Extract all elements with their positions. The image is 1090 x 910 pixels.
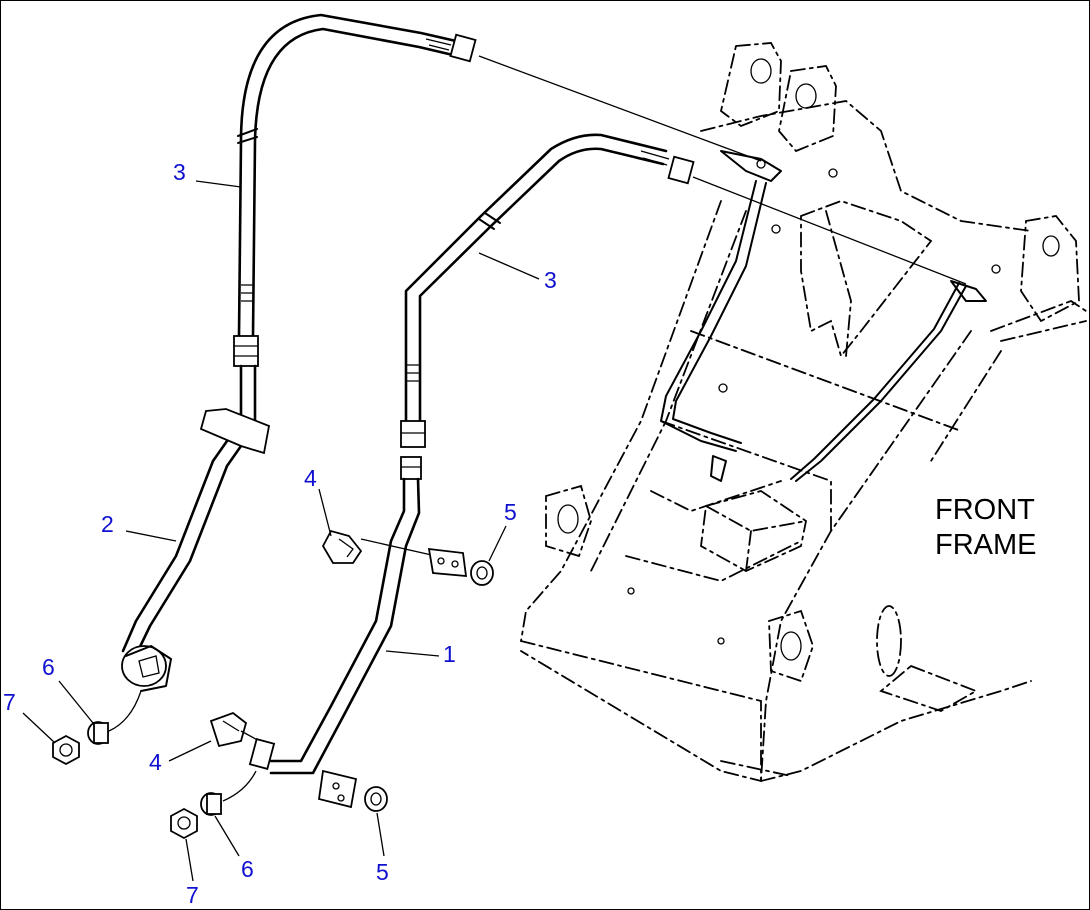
callout-part-5-top: 5	[504, 499, 517, 525]
callout-part-6-left: 6	[42, 654, 55, 680]
front-frame-label-line1: FRONT	[935, 494, 1035, 526]
callout-part-5-bottom: 5	[376, 859, 389, 885]
part-2-tube	[121, 364, 271, 692]
callout-part-3-top: 3	[173, 159, 186, 185]
connection-leaders	[478, 55, 967, 285]
part-1-tube	[269, 477, 421, 775]
part-7-nut-left	[52, 734, 80, 766]
tube-couplings	[233, 335, 426, 480]
callout-part-4-top: 4	[304, 465, 317, 491]
callout-leaders	[22, 180, 540, 882]
callout-part-4-bottom: 4	[149, 749, 162, 775]
part-3-tube-middle	[404, 133, 695, 423]
part-5-plate-upper	[427, 547, 494, 586]
callout-part-7-left: 7	[3, 689, 16, 715]
part-6-fitting-bottom	[200, 770, 257, 816]
part-6-fitting-left	[87, 690, 142, 745]
front-frame-label: FRONT FRAME	[935, 493, 1037, 563]
part-4-clip-lower	[209, 711, 276, 770]
frame-mounted-lines	[660, 150, 987, 482]
part-7-nut-bottom	[170, 807, 198, 840]
part-3-tube-left	[237, 13, 477, 338]
callout-part-7-bottom: 7	[186, 882, 199, 908]
callout-part-1: 1	[443, 641, 456, 667]
callout-part-2: 2	[101, 511, 114, 537]
part-4-clip-upper	[321, 529, 437, 564]
callout-part-3-middle: 3	[544, 267, 557, 293]
front-frame-structure	[520, 42, 1087, 783]
front-frame-label-line2: FRAME	[935, 528, 1037, 561]
callout-part-6-bottom: 6	[241, 856, 254, 882]
part-5-plate-lower	[317, 769, 388, 812]
